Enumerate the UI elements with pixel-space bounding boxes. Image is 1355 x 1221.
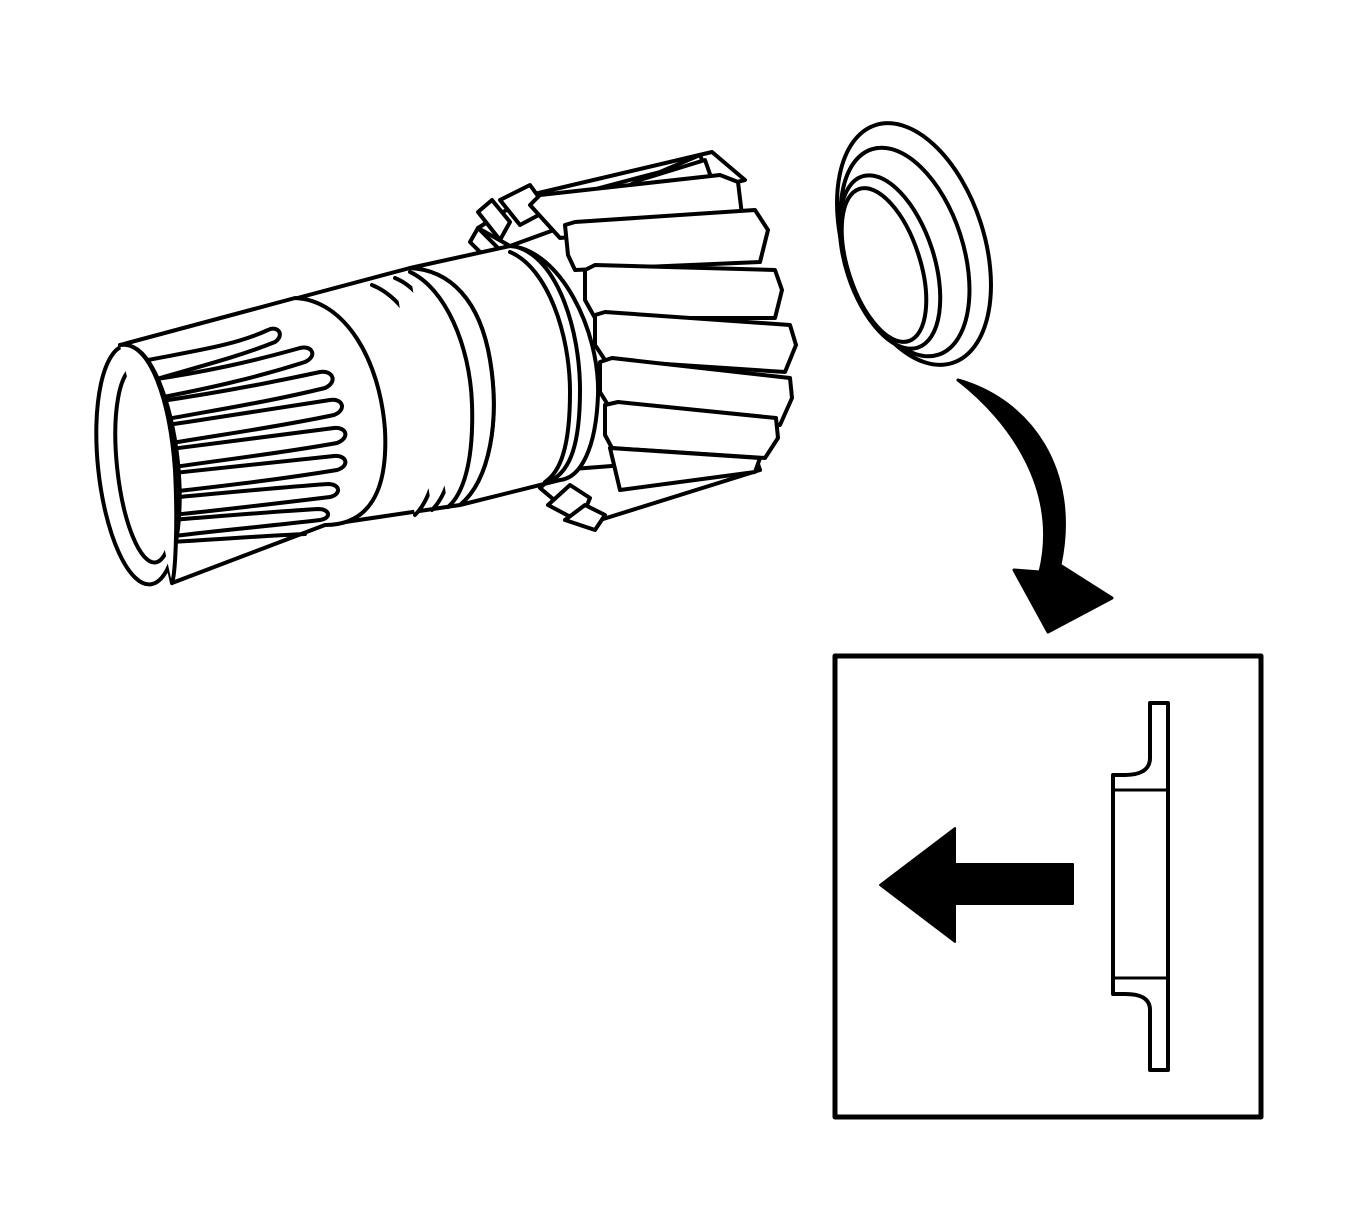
gear-shaft [94, 150, 798, 587]
left-arrow-icon [879, 827, 1074, 943]
gear-teeth-front [528, 173, 798, 492]
curved-arrow [956, 378, 1114, 634]
thrust-washer [835, 121, 993, 367]
gear-hub [408, 244, 601, 507]
splined-shaft [118, 296, 388, 585]
shaft-end-face [94, 342, 182, 587]
detail-box [832, 653, 1264, 1120]
